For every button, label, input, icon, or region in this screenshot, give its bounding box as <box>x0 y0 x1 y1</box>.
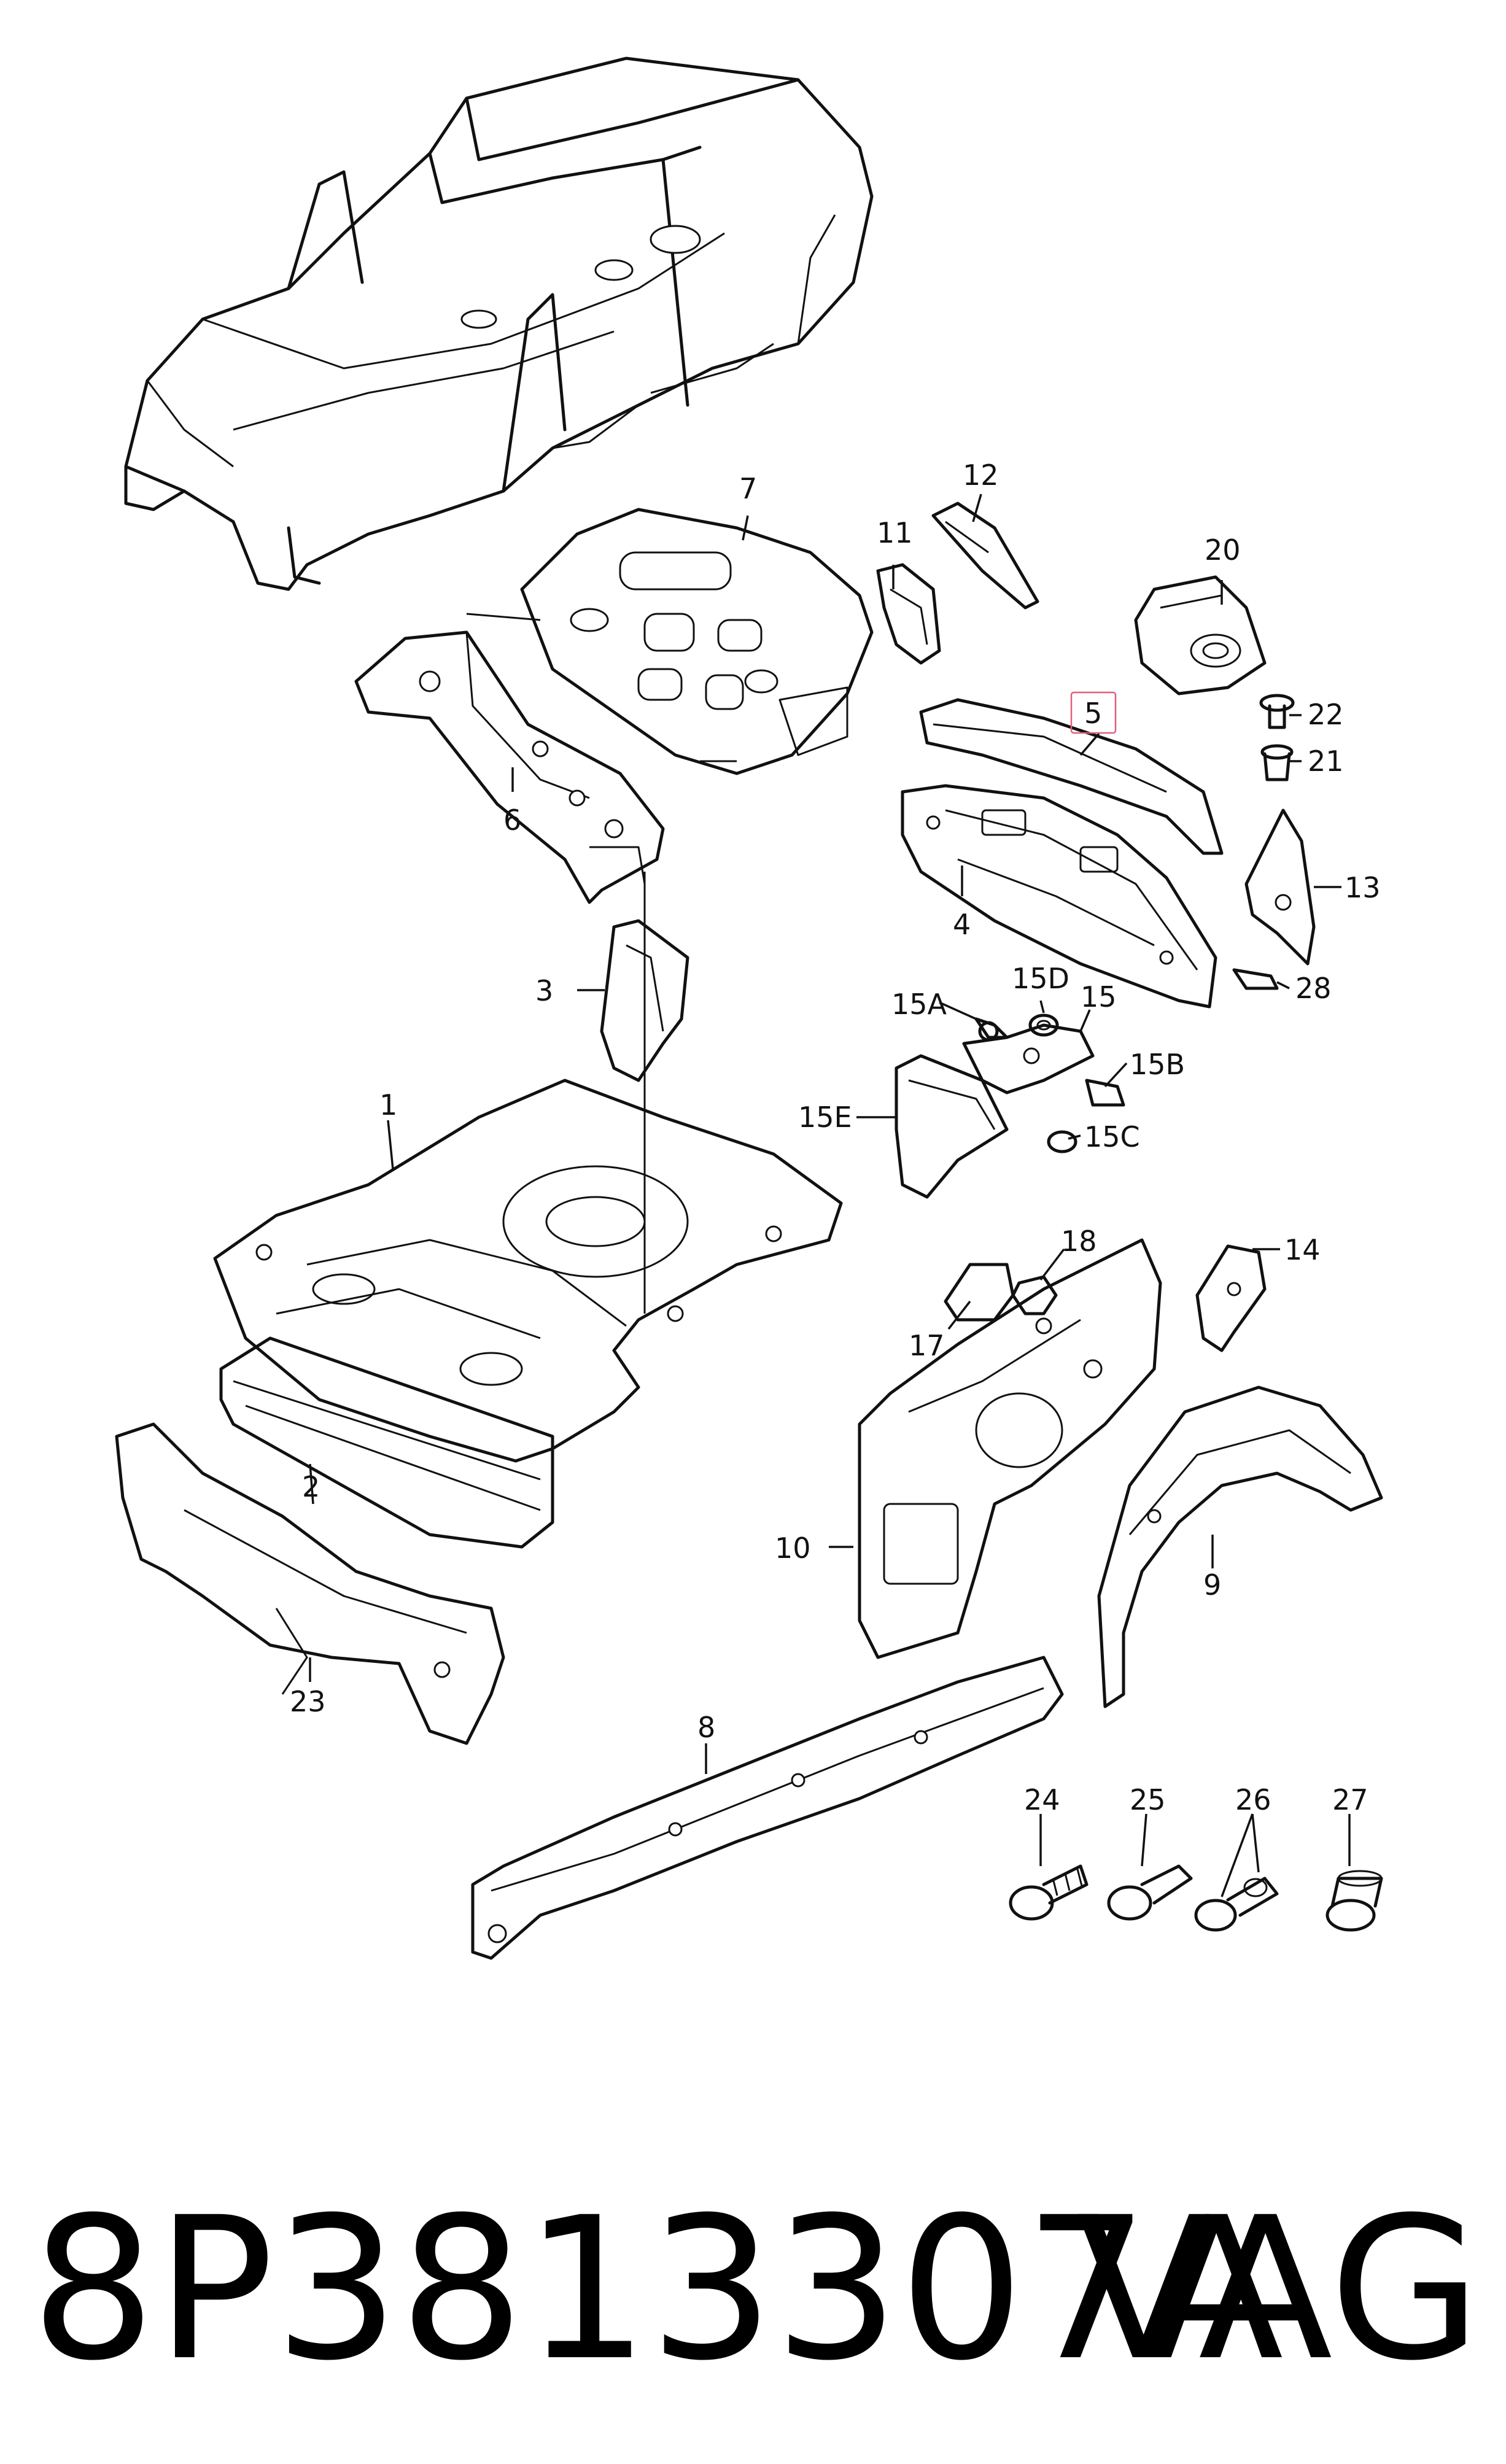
callout-5[interactable]: 5 <box>1084 697 1102 730</box>
callout-15a[interactable]: 15A <box>891 988 947 1021</box>
part-21-nut <box>1260 744 1294 781</box>
callout-9[interactable]: 9 <box>1203 1568 1221 1602</box>
callout-15b[interactable]: 15B <box>1130 1048 1185 1081</box>
callout-14[interactable]: 14 <box>1284 1233 1321 1266</box>
callout-28[interactable]: 28 <box>1295 972 1332 1005</box>
callout-1[interactable]: 1 <box>379 1088 397 1122</box>
part-1-floor-pan <box>213 1079 843 1463</box>
part-11-bracket <box>876 563 941 665</box>
part-15-bracket <box>962 1023 1095 1094</box>
callout-11[interactable]: 11 <box>877 516 913 549</box>
callout-labels: 1 2 3 4 5 6 7 8 9 10 11 12 13 14 15 15A … <box>290 459 1381 1816</box>
part-24-screw <box>1009 1864 1089 1921</box>
body-shell <box>124 56 874 591</box>
part-12-trim <box>931 502 1039 610</box>
callout-6[interactable]: 6 <box>503 804 521 837</box>
part-20-housing <box>1134 575 1267 695</box>
part-17-bracket <box>944 1263 1015 1322</box>
callout-4[interactable]: 4 <box>953 908 971 941</box>
callout-13[interactable]: 13 <box>1345 871 1381 904</box>
part-15a-bolt <box>974 1017 1009 1042</box>
guide-lines <box>466 613 737 1314</box>
part-23-front-crossmember <box>115 1422 505 1745</box>
callout-2[interactable]: 2 <box>302 1470 320 1503</box>
part-22-bolt <box>1259 694 1295 729</box>
part-number: 8P3813307A <box>31 2175 1284 2404</box>
callout-17[interactable]: 17 <box>909 1329 945 1362</box>
part-15e-bracket <box>895 1054 1009 1199</box>
part-3-bracket <box>600 919 689 1082</box>
highlight-box <box>1070 691 1117 734</box>
part-28-strip <box>1232 968 1279 990</box>
part-2-crossmember <box>219 1336 554 1549</box>
part-15d-washer <box>1028 1013 1059 1037</box>
callout-15c[interactable]: 15C <box>1084 1120 1140 1153</box>
callout-18[interactable]: 18 <box>1061 1225 1097 1258</box>
callout-24[interactable]: 24 <box>1024 1783 1060 1816</box>
callout-25[interactable]: 25 <box>1130 1783 1166 1816</box>
callout-8[interactable]: 8 <box>697 1711 715 1744</box>
callout-7[interactable]: 7 <box>739 472 757 505</box>
part-15c-nut <box>1047 1130 1077 1153</box>
callout-23[interactable]: 23 <box>290 1685 326 1718</box>
part-26-screw-washer <box>1194 1877 1279 1932</box>
callout-22[interactable]: 22 <box>1308 698 1344 731</box>
callout-12[interactable]: 12 <box>963 459 999 492</box>
exploded-body-diagram: 1 2 3 4 5 6 7 8 9 10 11 12 13 14 15 15A … <box>115 56 1383 1960</box>
callout-15d[interactable]: 15D <box>1012 962 1069 995</box>
callout-10[interactable]: 10 <box>775 1532 811 1565</box>
part-9-wheel-arch <box>1097 1385 1383 1708</box>
callout-27[interactable]: 27 <box>1332 1783 1368 1816</box>
footer: 8P3813307A VAG <box>0 2173 1506 2406</box>
brand-label: VAG <box>1076 2175 1481 2404</box>
part-15b-clip <box>1085 1079 1125 1107</box>
callout-20[interactable]: 20 <box>1205 533 1241 567</box>
part-8-sill <box>471 1656 1064 1960</box>
leader-lines <box>309 494 1351 1897</box>
part-6-longitudinal-member <box>354 630 665 904</box>
part-7-parcel-shelf <box>520 508 874 775</box>
part-14-bracket <box>1195 1244 1267 1352</box>
callout-3[interactable]: 3 <box>535 974 553 1007</box>
part-5-rear-panel-upper <box>919 698 1224 855</box>
callout-15[interactable]: 15 <box>1081 980 1117 1013</box>
part-4-rear-panel <box>901 784 1217 1009</box>
part-13-corner-panel <box>1244 808 1316 966</box>
callout-21[interactable]: 21 <box>1308 745 1344 778</box>
callout-15e[interactable]: 15E <box>798 1101 852 1134</box>
callout-26[interactable]: 26 <box>1235 1783 1271 1816</box>
part-10-side-panel <box>858 1238 1162 1659</box>
part-27-cap <box>1326 1870 1383 1932</box>
part-25-clip <box>1107 1864 1193 1921</box>
